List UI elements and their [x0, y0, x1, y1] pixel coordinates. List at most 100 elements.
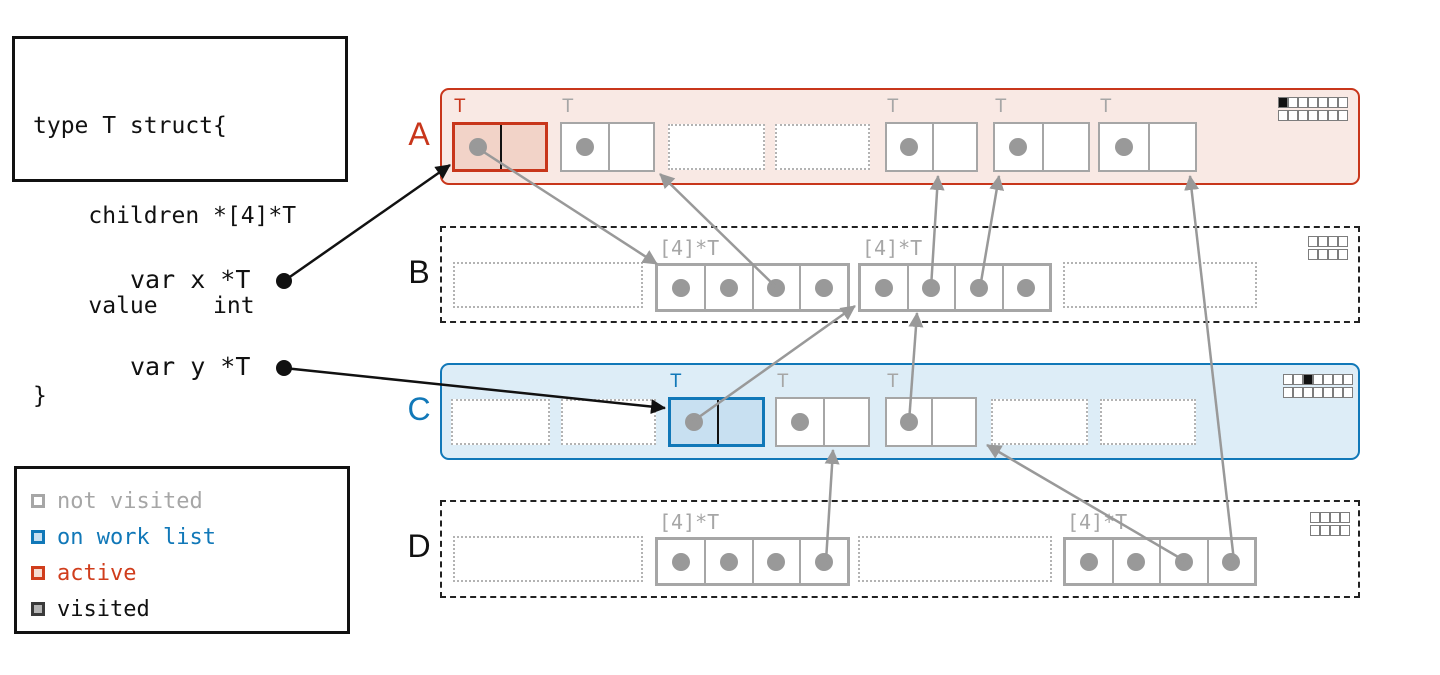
allocation-bitmap-cell — [1328, 236, 1338, 247]
struct-object-visited — [885, 122, 978, 172]
code-line: } — [33, 383, 47, 409]
allocation-bitmap-cell — [1298, 110, 1308, 121]
legend-item-active: active — [31, 555, 347, 591]
field-divider — [1041, 124, 1044, 170]
allocation-bitmap-cell — [1340, 525, 1350, 536]
array-cell — [1066, 540, 1114, 583]
type-tag: T — [995, 96, 1007, 117]
pointer-dot — [815, 278, 834, 297]
not-visited-swatch-icon — [31, 494, 45, 508]
array-cell — [1209, 540, 1255, 583]
pointer-dot — [671, 278, 690, 297]
allocation-bitmap-cell — [1288, 97, 1298, 108]
array-object — [1063, 537, 1257, 586]
legend-item-on-work-list: on work list — [31, 519, 347, 555]
array-type-tag: [4]*T — [1067, 510, 1128, 534]
allocation-bitmap-cell — [1328, 110, 1338, 121]
pointer-dot — [767, 278, 786, 297]
allocation-bitmap-cell — [1310, 525, 1320, 536]
array-type-tag: [4]*T — [659, 510, 720, 534]
allocation-bitmap-cell — [1323, 387, 1333, 398]
array-cell — [706, 540, 754, 583]
span-label-C: C — [407, 391, 431, 427]
free-slot — [561, 399, 656, 445]
pointer-dot — [767, 552, 786, 571]
type-definition-box: type T struct{ children *[4]*T value int… — [12, 36, 348, 409]
pointer-dot — [468, 138, 487, 156]
type-tag: T — [562, 96, 574, 117]
struct-object-visited — [993, 122, 1090, 172]
allocation-bitmap-cell — [1343, 387, 1353, 398]
pointer-dot — [1079, 552, 1098, 571]
allocation-bitmap-cell — [1343, 374, 1353, 385]
allocation-bitmap-cell — [1288, 110, 1298, 121]
allocation-bitmap-cell — [1320, 525, 1330, 536]
pointer-dot — [719, 552, 738, 571]
struct-object-visited — [1098, 122, 1197, 172]
pointer-dot — [922, 278, 941, 297]
allocation-bitmap-cell — [1283, 387, 1293, 398]
legend-label: not visited — [57, 488, 203, 514]
allocation-bitmap-cell — [1340, 512, 1350, 523]
allocation-bitmap-cell — [1338, 236, 1348, 247]
allocation-bitmap-cell — [1303, 374, 1313, 385]
var-y-label: var y *T — [130, 352, 251, 381]
array-cell — [754, 540, 802, 583]
free-slot — [1063, 262, 1257, 308]
legend-label: visited — [57, 596, 150, 622]
type-tag: T — [887, 371, 899, 392]
array-cell — [658, 540, 706, 583]
pointer-dot — [1174, 552, 1193, 571]
array-cell — [706, 266, 754, 309]
free-slot — [453, 536, 643, 582]
free-slot — [1100, 399, 1196, 445]
pointer-dot — [1222, 552, 1241, 571]
allocation-bitmap-cell — [1338, 97, 1348, 108]
visited-swatch-icon — [31, 602, 45, 616]
pointer-dot — [671, 552, 690, 571]
allocation-bitmap-cell — [1308, 236, 1318, 247]
type-tag: T — [1100, 96, 1112, 117]
free-slot — [858, 536, 1052, 582]
array-cell — [909, 266, 956, 309]
field-divider — [1147, 124, 1150, 170]
type-tag: T — [670, 371, 682, 392]
pointer-dot — [684, 413, 703, 431]
allocation-bitmap-cell — [1328, 97, 1338, 108]
allocation-bitmap-cell — [1308, 249, 1318, 260]
free-slot — [668, 124, 765, 170]
var-x-label: var x *T — [130, 265, 251, 294]
span-label-B: B — [408, 254, 430, 290]
free-slot — [991, 399, 1088, 445]
array-type-tag: [4]*T — [659, 236, 720, 260]
field-divider — [716, 400, 719, 444]
allocation-bitmap-cell — [1293, 387, 1303, 398]
allocation-bitmap-cell — [1313, 387, 1323, 398]
pointer-dot — [1009, 138, 1028, 156]
pointer-dot — [1127, 552, 1146, 571]
struct-object-visited — [885, 397, 977, 447]
allocation-bitmap-cell — [1298, 97, 1308, 108]
pointer-dot — [900, 138, 919, 156]
array-type-tag: [4]*T — [862, 236, 923, 260]
pointer-dot — [815, 552, 834, 571]
allocation-bitmap-cell — [1338, 249, 1348, 260]
legend-label: active — [57, 560, 137, 586]
pointer-dot — [900, 413, 918, 431]
array-cell — [801, 266, 847, 309]
allocation-bitmap-cell — [1330, 512, 1340, 523]
allocation-bitmap-cell — [1330, 525, 1340, 536]
field-divider — [931, 399, 933, 445]
allocation-bitmap-cell — [1318, 97, 1328, 108]
code-line: type T struct{ — [33, 113, 227, 139]
allocation-bitmap-cell — [1293, 374, 1303, 385]
array-cell — [754, 266, 802, 309]
legend-item-visited: visited — [31, 591, 347, 627]
free-slot — [451, 399, 550, 445]
active-swatch-icon — [31, 566, 45, 580]
array-cell — [801, 540, 847, 583]
allocation-bitmap-cell — [1278, 110, 1288, 121]
allocation-bitmap-cell — [1278, 97, 1288, 108]
array-cell — [956, 266, 1004, 309]
